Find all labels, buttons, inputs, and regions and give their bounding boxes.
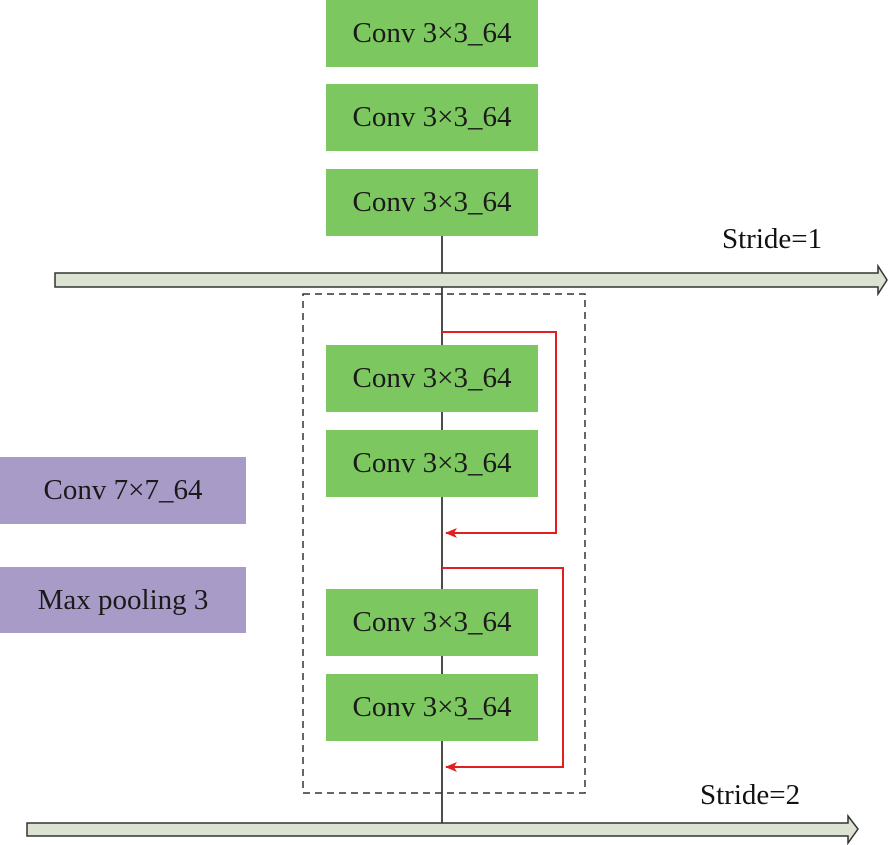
residual-conv-block-1: Conv 3×3_64: [326, 345, 538, 412]
top-conv-block-2: Conv 3×3_64: [326, 84, 538, 151]
stem-conv-7x7-block: Conv 7×7_64: [0, 457, 246, 524]
skip-connection-1: [442, 331, 557, 538]
top-conv-block-1: Conv 3×3_64: [326, 0, 538, 67]
stride-2-arrow: [26, 813, 859, 845]
residual-conv-block-4: Conv 3×3_64: [326, 674, 538, 741]
stem-max-pooling-block: Max pooling 3: [0, 567, 246, 633]
residual-conv-block-2: Conv 3×3_64: [326, 430, 538, 497]
stride-2-label: Stride=2: [700, 779, 801, 811]
stride-1-arrow: [54, 263, 888, 297]
residual-conv-block-3: Conv 3×3_64: [326, 589, 538, 656]
skip-connection-2: [442, 567, 564, 772]
top-conv-block-3: Conv 3×3_64: [326, 169, 538, 236]
stride-1-label: Stride=1: [722, 223, 823, 255]
residual-dashed-box: [302, 293, 586, 794]
